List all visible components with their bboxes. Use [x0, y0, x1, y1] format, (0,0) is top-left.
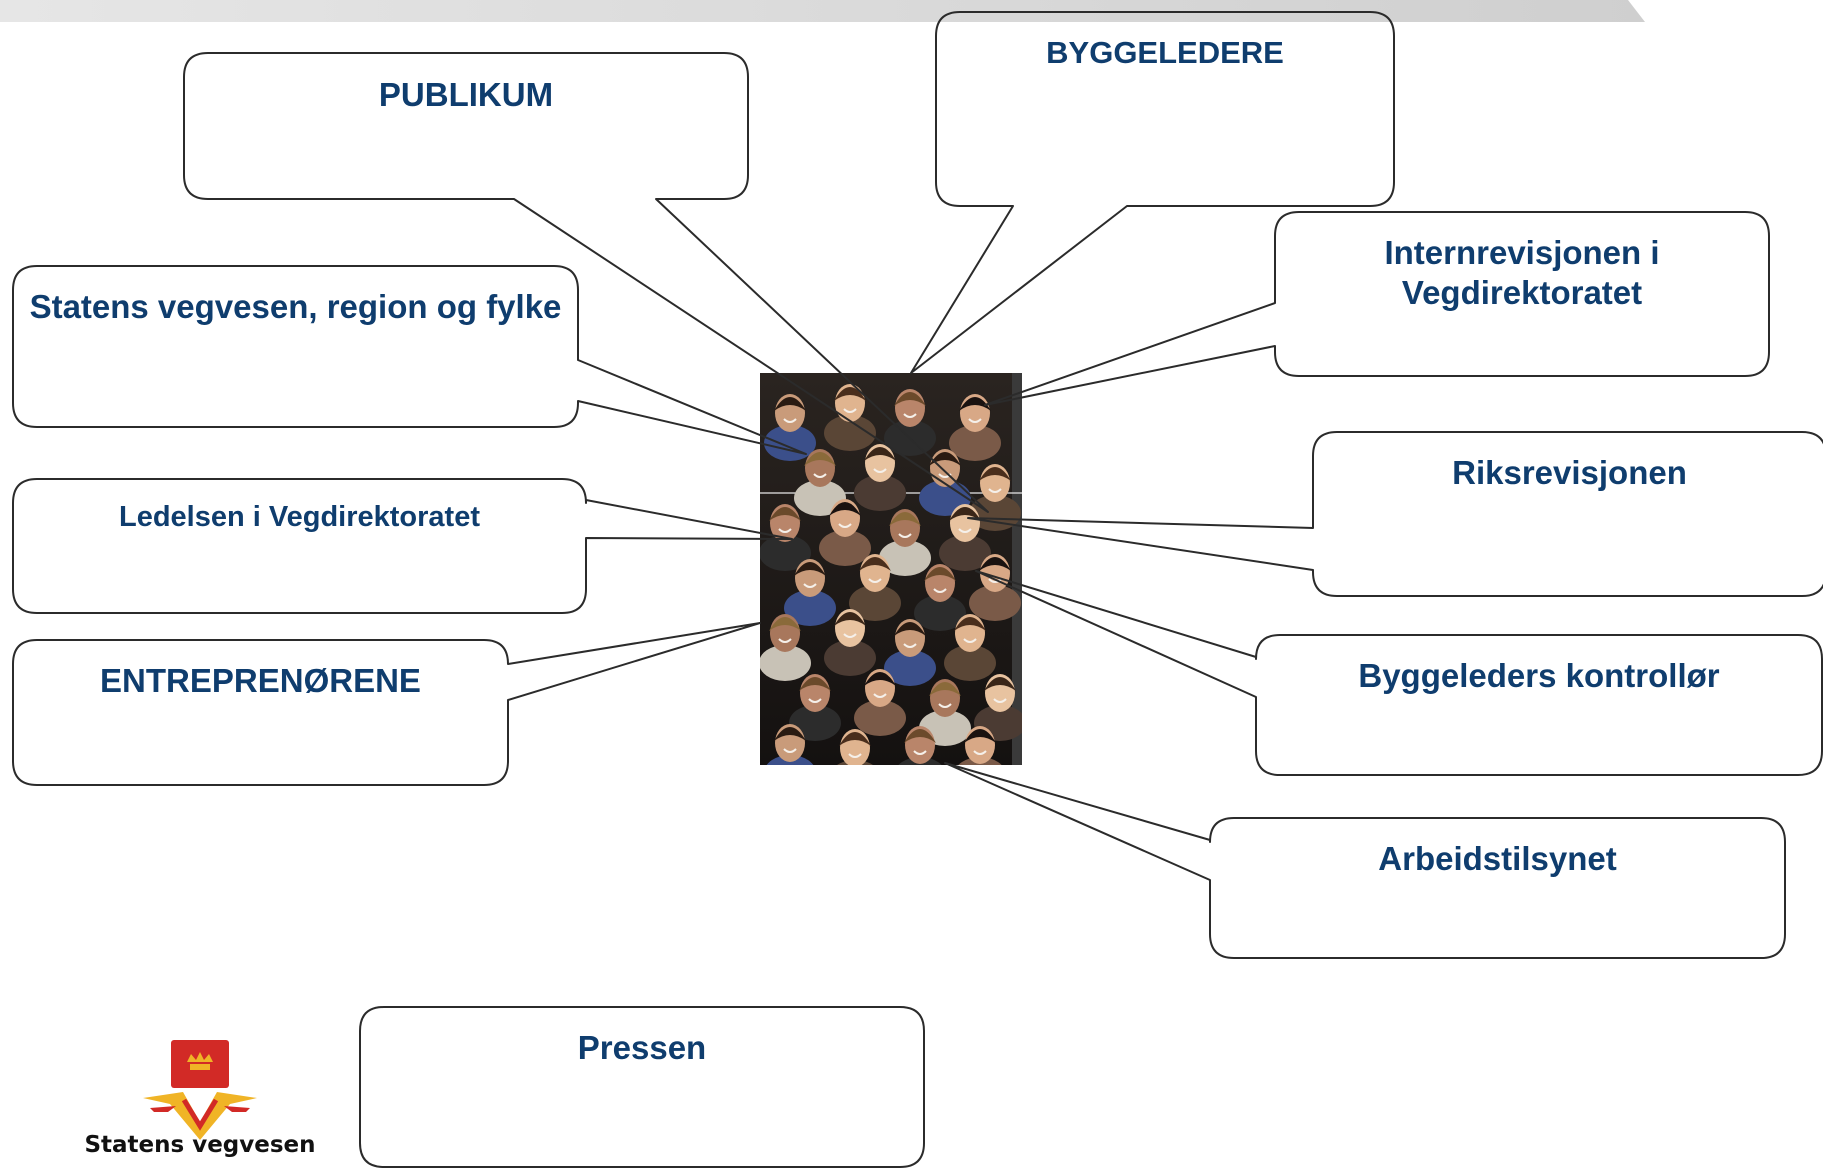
crowd-face	[824, 609, 876, 676]
callout-label-internrevisjonen: Internrevisjonen i Vegdirektoratet	[1384, 234, 1660, 312]
callout-box-publikum	[183, 52, 989, 513]
crowd-face	[854, 669, 906, 736]
callout-box-riksrevisjonen	[967, 431, 1823, 597]
callout-box-entreprenorene	[12, 622, 761, 786]
callout-box-byggeledere	[910, 11, 1395, 374]
crowd-face	[837, 729, 873, 765]
crowd-face	[949, 394, 1001, 461]
crowd-face	[760, 614, 811, 681]
callout-box-arbeidstilsynet	[944, 762, 1786, 959]
callout-label-publikum: PUBLIKUM	[378, 76, 554, 113]
crowd-face	[784, 559, 836, 626]
crowd-face	[760, 504, 811, 571]
crowd-face	[849, 554, 901, 621]
top-decorative-band	[0, 0, 1645, 22]
callout-box-byggeleders-kontrollor	[975, 570, 1823, 776]
callout-box-pressen	[359, 1006, 925, 1168]
callout-label-byggeledere: BYGGELEDERE	[1046, 35, 1284, 70]
callout-box-ledelsen	[12, 478, 793, 614]
callout-label-arbeidstilsynet: Arbeidstilsynet	[1378, 840, 1617, 877]
callout-box-statens-region	[12, 265, 807, 455]
crowd-face	[819, 499, 871, 566]
crowd-face	[766, 724, 814, 765]
crowd-face	[884, 619, 936, 686]
callout-box-internrevisjonen	[984, 211, 1770, 406]
crowd-face	[854, 444, 906, 511]
crowd-face	[764, 394, 816, 461]
crowd-face	[944, 614, 996, 681]
crowd-photo	[760, 373, 1022, 765]
crowd-face	[939, 504, 991, 571]
crowd-face	[824, 384, 876, 451]
crowd-face	[914, 564, 966, 631]
callout-label-entreprenorene: ENTREPRENØRENE	[100, 662, 421, 699]
callout-label-riksrevisjonen: Riksrevisjonen	[1452, 454, 1687, 491]
statens-vegvesen-emblem-icon	[143, 1040, 257, 1140]
crowd-face	[958, 726, 1002, 765]
crowd-face	[969, 464, 1021, 531]
logo-text: Statens vegvesen	[84, 1132, 316, 1158]
callout-label-ledelsen: Ledelsen i Vegdirektoratet	[118, 501, 480, 533]
callout-label-pressen: Pressen	[577, 1029, 707, 1066]
crowd-face	[898, 726, 942, 765]
callout-label-byggeleders-kontrollor: Byggeleders kontrollør	[1358, 657, 1720, 694]
crowd-face	[879, 509, 931, 576]
callout-label-statens-region: Statens vegvesen, region og fylke	[29, 288, 562, 325]
